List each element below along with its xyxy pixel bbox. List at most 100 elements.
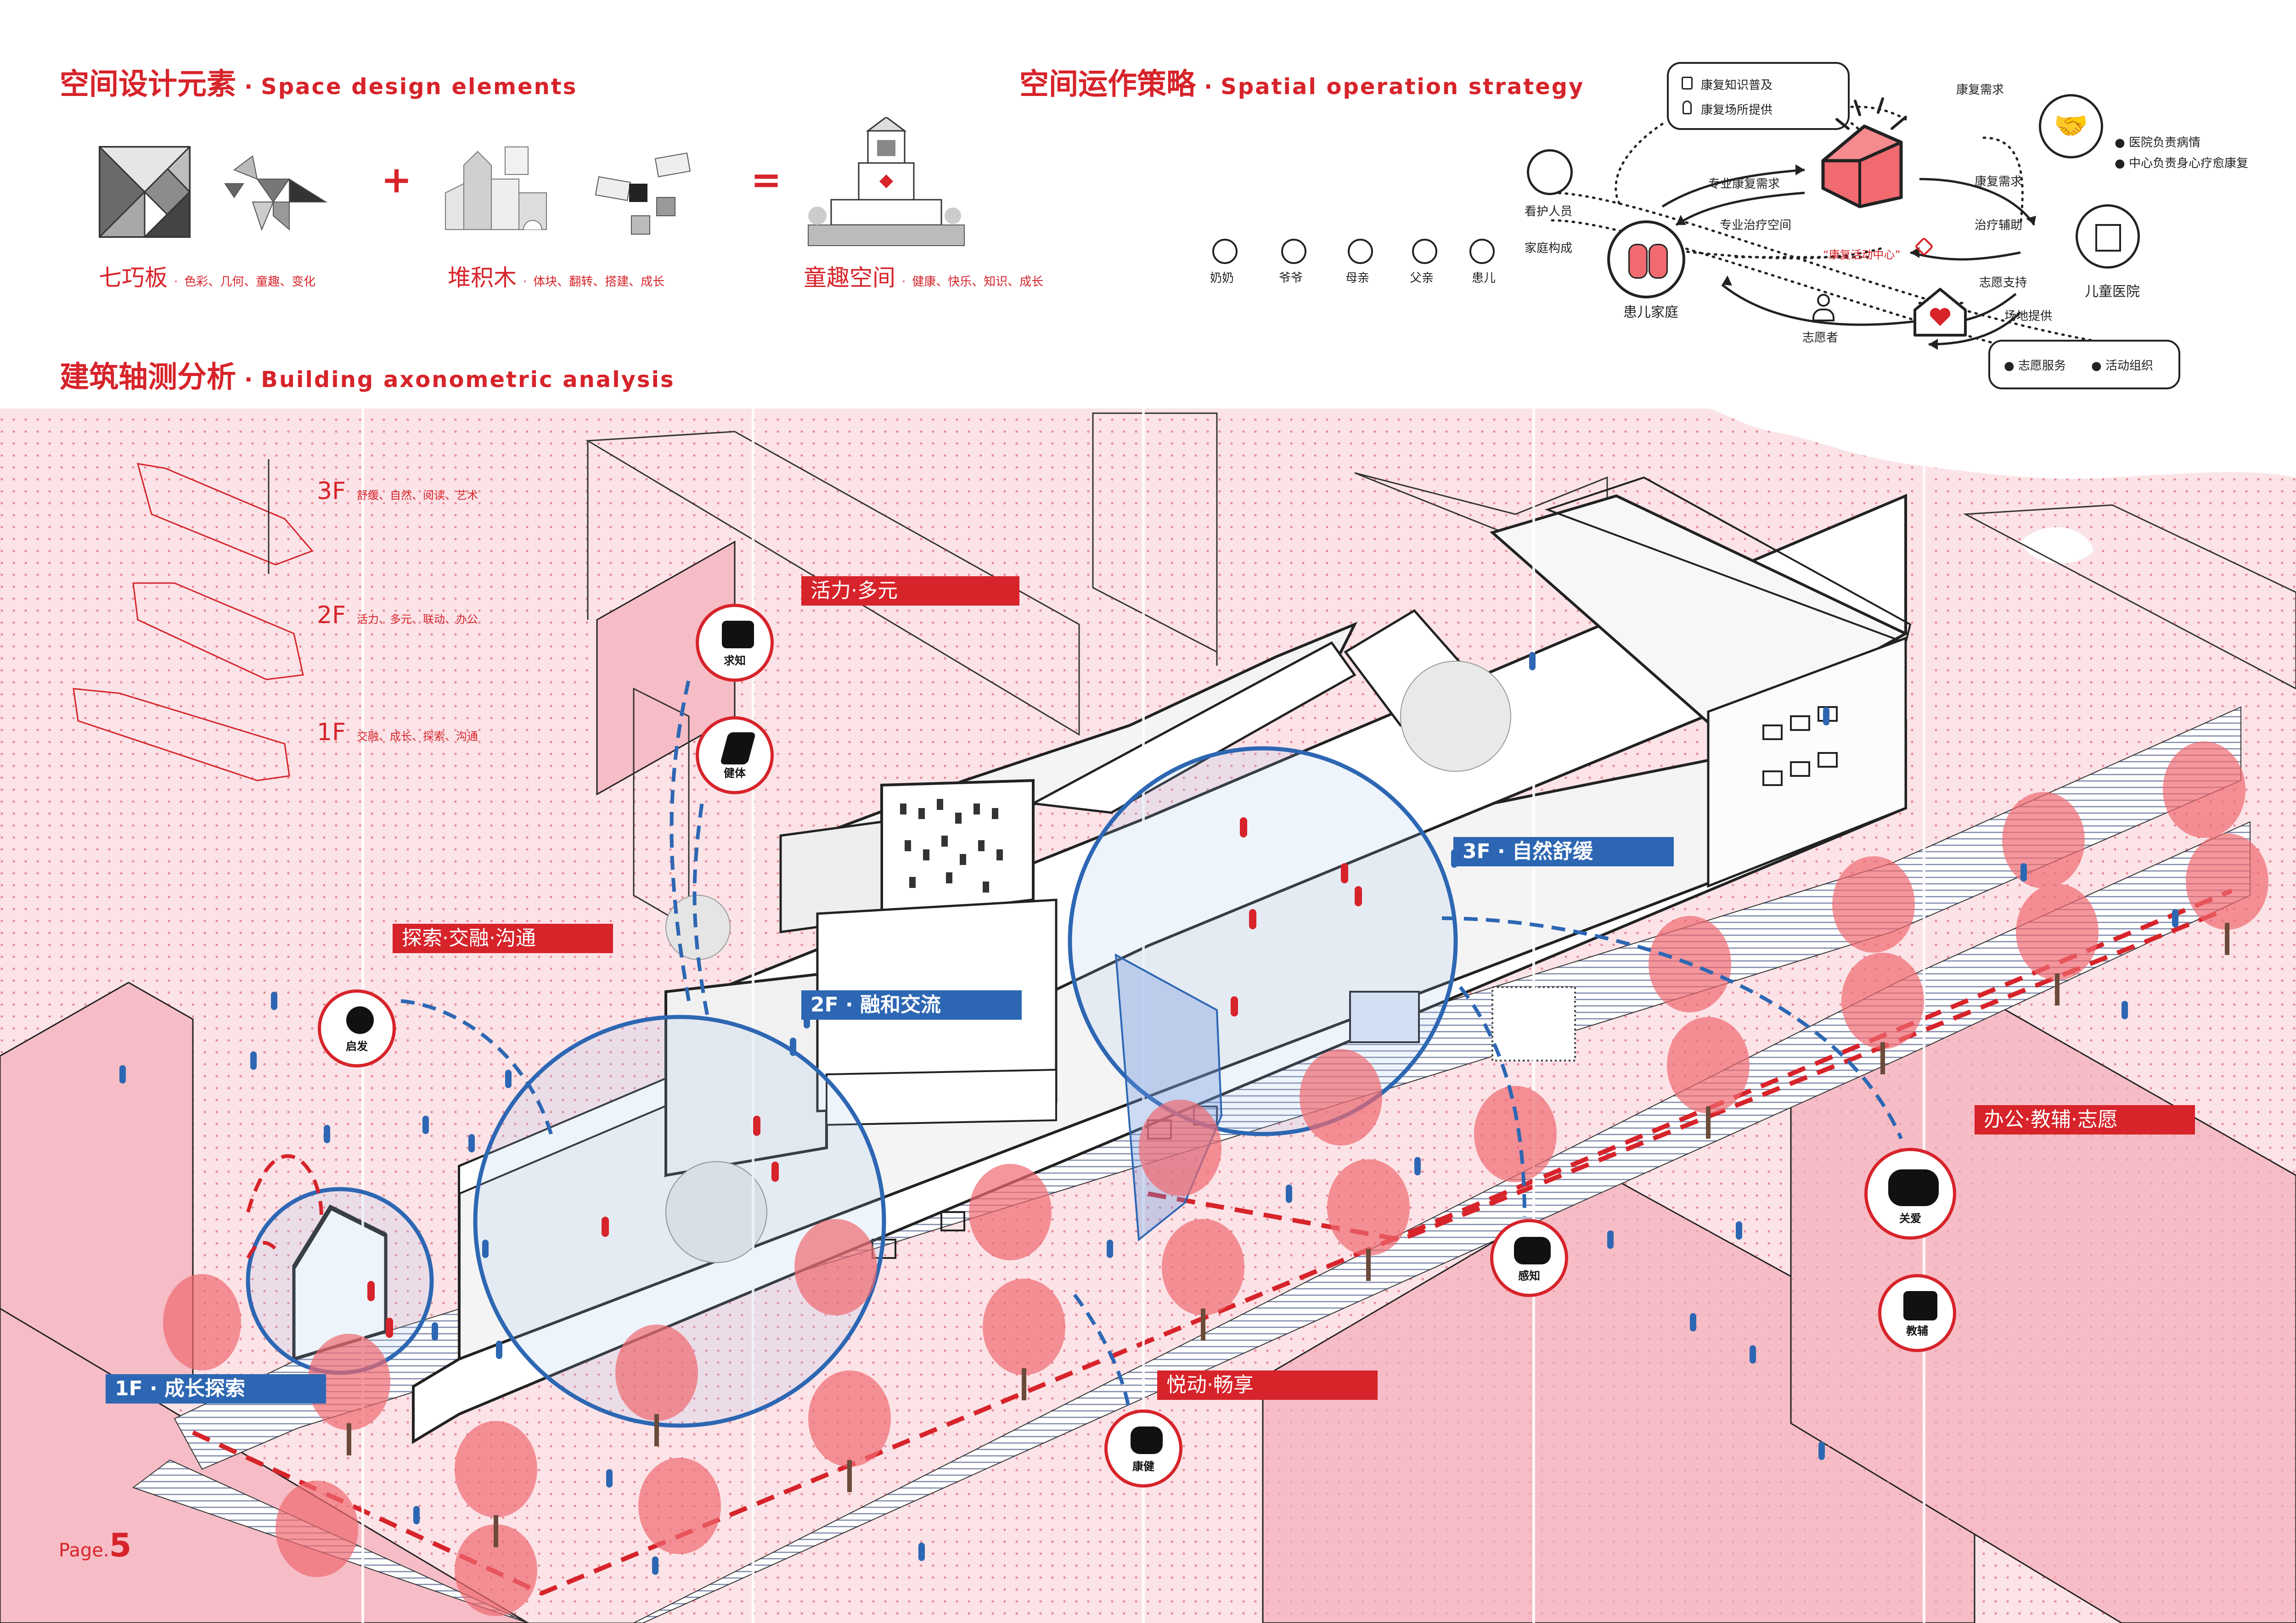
rehab-center-label: “康复活动中心” — [1823, 248, 1901, 261]
rehab-center-house-icon — [1821, 97, 1907, 208]
page-number-value: 5 — [109, 1527, 132, 1564]
grandma-label: 奶奶 — [1210, 271, 1234, 285]
tangram-caption-desc: 色彩、几何、童趣、变化 — [184, 275, 316, 289]
caregiver-label: 看护人员 — [1525, 205, 1573, 219]
axono-title-en: Building axonometric analysis — [261, 367, 675, 393]
grandpa-label: 爷爷 — [1279, 271, 1303, 285]
badge-care: 关爱 — [1864, 1148, 1956, 1240]
badge-inspire-label: 启发 — [346, 1040, 368, 1053]
blocks-caption-desc: 体块、翻转、搭建、成长 — [533, 275, 665, 289]
badge-tutor: 教辅 — [1878, 1274, 1956, 1352]
tag-explore: 探索·交融·沟通 — [393, 924, 613, 953]
design-title-en: Space design elements — [261, 74, 578, 100]
floor-3f-desc: 舒缓、自然、阅读、艺术 — [357, 489, 478, 502]
volunteer-label: 志愿者 — [1802, 331, 1839, 345]
badge-fitness: 健体 — [696, 716, 774, 794]
child-label: 患儿 — [1472, 271, 1496, 285]
right-list-2: ● 中心负责身心疗愈康复 — [2115, 157, 2248, 170]
tangram-square-icon — [99, 146, 191, 238]
playful-caption-desc: 健康、快乐、知识、成长 — [912, 275, 1044, 289]
tag-2f: 2F · 融和交流 — [801, 990, 1022, 1020]
tangram-figure-icon — [224, 155, 328, 231]
blocks-caption-title: 堆积木 — [448, 264, 517, 291]
rehab-site-label: 康复场所提供 — [1701, 103, 1773, 117]
flow-site-provide: 场地提供 — [2004, 309, 2053, 323]
badge-tutor-label: 教辅 — [1906, 1325, 1928, 1337]
axono-title-zh: 建筑轴测分析 — [60, 360, 236, 394]
tangram-caption-title: 七巧板 — [99, 264, 168, 291]
page-label: Page. — [59, 1540, 109, 1561]
grandma-icon — [1212, 239, 1238, 264]
flow-pro-need: 专业康复需求 — [1708, 177, 1780, 191]
floor-3f-label: 3F — [317, 477, 346, 505]
equals-sign: = — [751, 158, 782, 201]
floor-1f-desc: 交融、成长、探索、沟通 — [357, 730, 478, 743]
operation-title-zh: 空间运作策略 — [1019, 67, 1196, 101]
flow-pro-space: 专业治疗空间 — [1720, 219, 1792, 232]
flow-rehab-need-right: 康复需求 — [1975, 175, 2023, 189]
volunteer-icon — [1812, 294, 1835, 321]
design-title: 空间设计元素·Space design elements — [60, 67, 578, 101]
child-icon — [1469, 239, 1495, 264]
blocks-caption: 堆积木·体块、翻转、搭建、成长 — [448, 264, 665, 291]
family-label: 患儿家庭 — [1623, 304, 1678, 320]
rehab-info-box: 康复知识普及 康复场所提供 — [1667, 62, 1850, 130]
playful-space-icon — [808, 117, 965, 246]
document-icon — [1682, 77, 1693, 90]
family-icon — [1607, 220, 1685, 298]
heart-house-icon — [1913, 288, 1967, 337]
hands-blocks-icon — [595, 152, 691, 235]
right-list-1: ● 医院负责病情 — [2115, 136, 2200, 150]
tag-vitality: 活力·多元 — [801, 576, 1019, 606]
right-list-1-text: 医院负责病情 — [2128, 136, 2200, 150]
grandpa-icon — [1281, 239, 1306, 264]
building-blocks-icon — [445, 146, 547, 230]
tag-office: 办公·教辅·志愿 — [1975, 1105, 2195, 1134]
badge-health-label: 康健 — [1132, 1460, 1154, 1473]
right-list-2-text: 中心负责身心疗愈康复 — [2128, 157, 2248, 170]
hospital-icon — [2076, 204, 2140, 269]
floor-3f: 3F 舒缓、自然、阅读、艺术 — [317, 477, 478, 505]
badge-perceive: 感知 — [1490, 1219, 1568, 1297]
mother-icon — [1348, 239, 1373, 264]
badge-fitness-label: 健体 — [724, 767, 746, 780]
volunteer-service-item: ● 志愿服务 — [2004, 359, 2066, 373]
rehab-knowledge-label: 康复知识普及 — [1701, 79, 1773, 92]
tag-3f: 3F · 自然舒缓 — [1453, 837, 1674, 866]
volunteer-service-text: 志愿服务 — [2018, 359, 2066, 373]
design-title-zh: 空间设计元素 — [60, 67, 236, 101]
flow-treat-aid: 治疗辅助 — [1975, 219, 2023, 232]
playful-caption: 童趣空间·健康、快乐、知识、成长 — [804, 264, 1044, 291]
father-label: 父亲 — [1410, 271, 1434, 285]
mic-icon — [1683, 101, 1692, 114]
operation-title-en: Spatial operation strategy — [1221, 74, 1585, 100]
tag-1f: 1F · 成长探索 — [106, 1374, 326, 1404]
handshake-icon: 🤝 — [2039, 94, 2103, 158]
operation-title: 空间运作策略·Spatial operation strategy — [1019, 67, 1585, 101]
floor-2f-desc: 活力、多元、联动、办公 — [357, 613, 478, 626]
activity-organize-text: 活动组织 — [2105, 359, 2153, 373]
father-icon — [1412, 239, 1437, 264]
badge-knowledge: 求知 — [696, 604, 774, 682]
floor-2f: 2F 活力、多元、联动、办公 — [317, 601, 478, 629]
flow-rehab-need-top: 康复需求 — [1956, 83, 2004, 97]
badge-health: 康健 — [1104, 1410, 1182, 1488]
tag-enjoy: 悦动·畅享 — [1157, 1370, 1378, 1400]
badge-inspire: 启发 — [318, 989, 396, 1067]
volunteer-service-box: ● 志愿服务 ● 活动组织 — [1988, 340, 2180, 389]
page-number: Page.5 — [59, 1527, 131, 1564]
badge-knowledge-label: 求知 — [724, 654, 746, 667]
axono-title: 建筑轴测分析·Building axonometric analysis — [60, 360, 675, 394]
floor-2f-label: 2F — [317, 601, 346, 629]
mother-label: 母亲 — [1345, 271, 1370, 285]
activity-organize-item: ● 活动组织 — [2091, 359, 2153, 373]
tangram-caption: 七巧板·色彩、几何、童趣、变化 — [99, 264, 316, 291]
badge-perceive-label: 感知 — [1518, 1269, 1540, 1282]
hospital-label: 儿童医院 — [2085, 284, 2140, 300]
plus-sign: + — [381, 158, 412, 201]
caregiver-icon — [1527, 149, 1573, 195]
playful-caption-title: 童趣空间 — [804, 264, 895, 291]
badge-care-label: 关爱 — [1899, 1212, 1921, 1225]
